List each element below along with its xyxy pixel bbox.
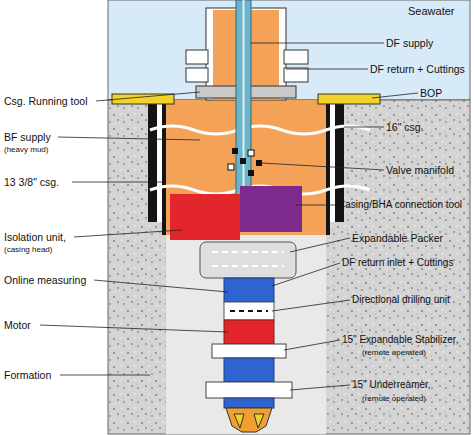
valve: [248, 150, 254, 156]
casing-13: [162, 100, 166, 235]
leader-line: [272, 263, 340, 286]
leader-line: [94, 280, 228, 292]
callout-label: DF supply: [386, 37, 433, 49]
callout-label: Casing/BHA connection tool: [338, 199, 462, 211]
callout-label: Formation: [4, 369, 51, 381]
isolation-unit: [170, 194, 240, 240]
leader-line: [372, 93, 418, 98]
casing-gap: [157, 100, 162, 222]
callout-label: Valve manifold: [386, 164, 454, 176]
valve: [248, 170, 254, 176]
callout-label: (heavy mud): [4, 145, 48, 154]
callout-label: 13 3/8" csg.: [4, 176, 59, 188]
callout-label: 16" csg.: [386, 121, 424, 133]
callout-label: DF return + Cuttings: [370, 63, 465, 75]
directional-mark: [230, 310, 268, 312]
callout-label: BF supply: [4, 131, 51, 143]
break-line: [150, 126, 370, 134]
leader-line: [60, 375, 150, 376]
valve: [228, 164, 234, 170]
expandable-packer: [200, 242, 296, 278]
connection-tool: [240, 186, 302, 232]
callout-label: Isolation unit,: [4, 231, 66, 243]
valve: [232, 148, 238, 154]
bit-cutter: [234, 414, 244, 428]
leader-line: [262, 163, 384, 170]
open-hole: [166, 215, 326, 434]
callout-label: (casing head): [4, 245, 52, 254]
valve: [240, 158, 246, 164]
leader-line: [40, 325, 228, 332]
callout-label: (remote operated): [362, 348, 426, 357]
tool-segment: [224, 358, 274, 382]
leader-line: [58, 137, 200, 140]
callout-label: Motor: [4, 319, 31, 331]
valve: [256, 160, 262, 166]
return-inlet: [224, 278, 274, 302]
leader-line: [74, 230, 182, 237]
stabilizer: [212, 344, 286, 358]
callout-label: BOP: [420, 87, 442, 99]
seabed-flange: [318, 94, 380, 104]
leader-line: [96, 92, 200, 101]
bit-cutter: [254, 414, 264, 428]
tool-segment: [224, 398, 274, 408]
callout-label: 15" Underreamer,: [352, 379, 431, 391]
leader-line: [272, 300, 350, 311]
leader-line: [290, 385, 350, 390]
bop-block: [186, 50, 208, 64]
callout-label: 15" Expandable Stabilizer,: [342, 334, 458, 346]
casing-16: [148, 100, 157, 222]
callout-label: Seawater: [408, 5, 454, 18]
leader-line: [344, 127, 384, 128]
callout-label: Expandable Packer: [352, 232, 443, 244]
leader-line: [72, 182, 164, 183]
drill-pipe-bore: [243, 0, 245, 196]
packer-mark: [212, 251, 284, 253]
callout-label: DF return inlet + Cuttings: [342, 257, 453, 269]
directional-unit: [224, 302, 274, 320]
leader-line: [284, 340, 340, 350]
leader-line: [286, 69, 368, 70]
drill-pipe: [236, 0, 251, 196]
casing-gap: [330, 100, 335, 222]
leader-line: [251, 43, 384, 44]
casing-13: [326, 100, 330, 235]
motor-body: [224, 320, 274, 344]
leader-line: [296, 205, 336, 206]
bop-block: [186, 68, 208, 82]
seawater-area: [108, 0, 470, 100]
underreamer: [206, 382, 292, 398]
callout-label: (remote operated): [362, 394, 426, 403]
callout-label: Online measuring: [4, 274, 86, 286]
leader-line: [290, 238, 350, 252]
callout-label: Csg. Running tool: [4, 95, 87, 107]
drill-bit: [226, 408, 272, 432]
callout-label: Directional drilling unit: [352, 294, 450, 306]
packer-mark: [212, 265, 284, 267]
bop-block: [284, 68, 308, 82]
bop-block: [284, 50, 308, 64]
formation-area: [108, 100, 470, 434]
